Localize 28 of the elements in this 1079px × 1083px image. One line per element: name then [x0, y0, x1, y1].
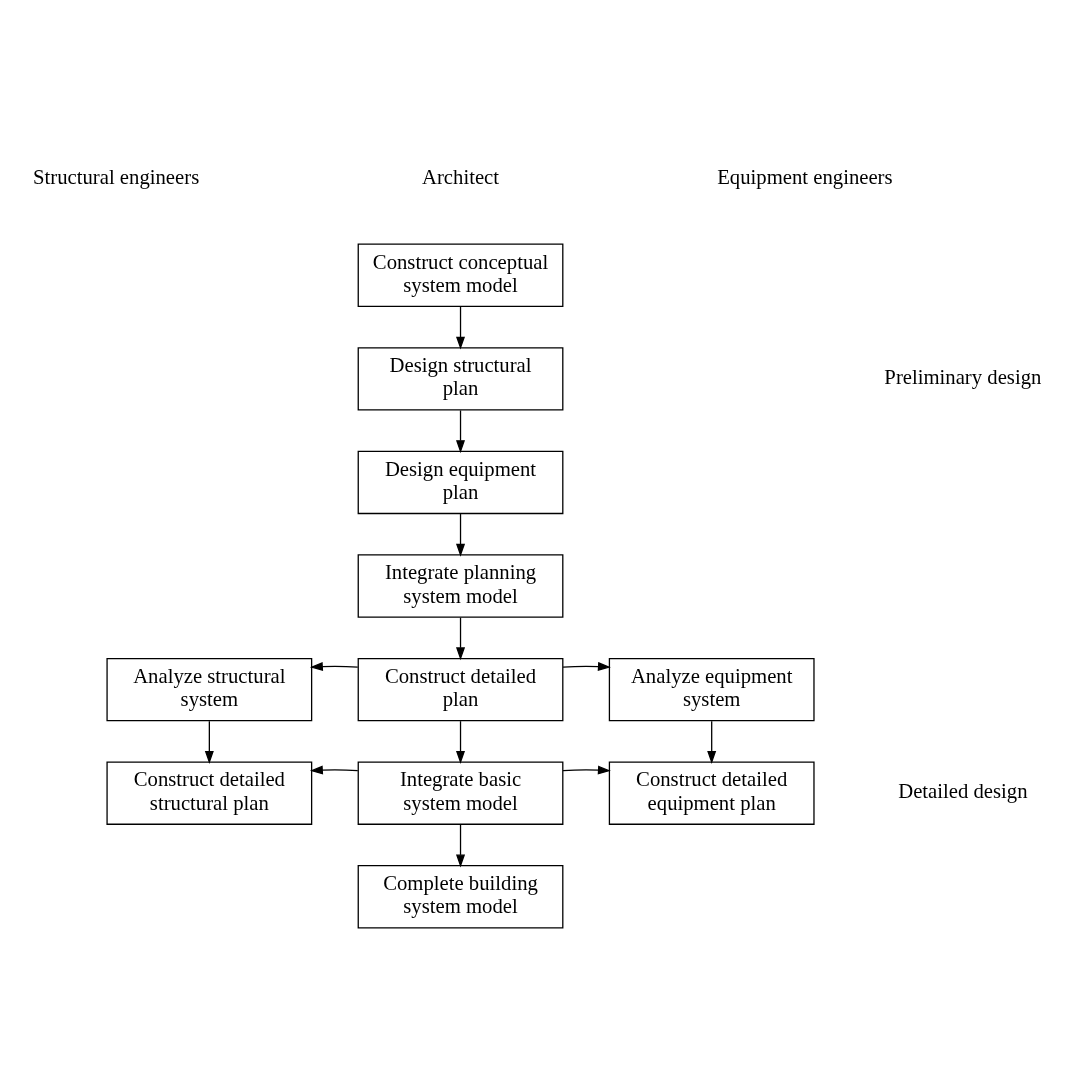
node-box: Construct detailed structural plan — [106, 760, 313, 825]
arrow — [456, 409, 466, 453]
node-box: Construct detailed equipment plan — [608, 760, 815, 825]
label: Preliminary design — [884, 365, 1042, 388]
arrow — [456, 823, 466, 867]
arrow — [204, 720, 214, 764]
arrow — [456, 616, 466, 660]
node-box: Integrate planning system model — [357, 553, 564, 618]
node-box: Design equipment plan — [357, 450, 564, 514]
node-box: Complete building system model — [357, 864, 564, 928]
arrow — [309, 765, 359, 775]
label: Equipment engineers — [717, 165, 893, 188]
arrow — [562, 765, 611, 775]
label: Architect — [422, 165, 500, 188]
node-box: Analyze structural system — [106, 657, 313, 721]
node-box: Construct detailed plan — [357, 657, 564, 721]
arrow — [456, 305, 466, 350]
arrow — [309, 661, 359, 671]
arrow — [562, 661, 611, 671]
label: Structural engineers — [33, 165, 200, 188]
arrow — [707, 720, 717, 764]
arrow — [456, 512, 466, 557]
node-box: Construct conceptual system model — [357, 243, 564, 307]
node-box: Analyze equipment system — [608, 657, 815, 721]
label: Detailed design — [898, 779, 1028, 802]
node-box: Integrate basic system model — [357, 760, 564, 825]
arrow — [456, 720, 466, 764]
node-box: Design structural plan — [357, 346, 564, 411]
